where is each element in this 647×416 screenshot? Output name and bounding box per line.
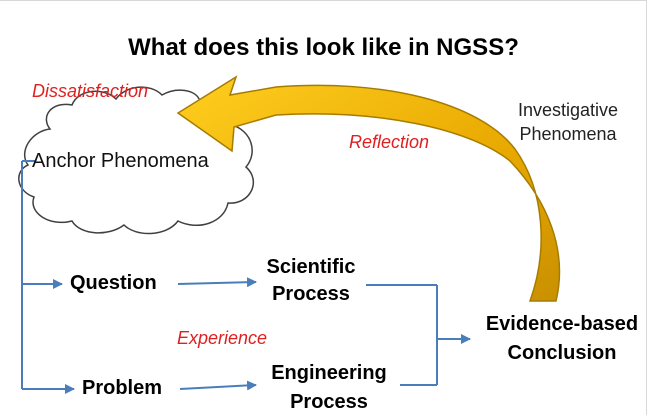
flow-connectors [21,160,471,394]
dissatisfaction-label: Dissatisfaction [32,81,149,101]
engineering-line-1: Engineering [271,362,387,384]
scientific-line-2: Process [272,283,350,305]
reflection-label: Reflection [349,132,430,152]
conclusion-line-1: Evidence-based [485,313,639,335]
conclusion-line-2: Conclusion [507,342,617,364]
anchor-phenomena-label: Anchor Phenomena [32,150,209,172]
scientific-process-node: Scientific Process [248,256,374,306]
scientific-line-1: Scientific [266,256,356,278]
engineering-process-node: Engineering Process [255,362,403,414]
problem-node: Problem [82,377,163,399]
investigative-line-2: Phenomena [519,124,617,145]
experience-label: Experience [177,328,268,348]
reflection-arrow-shape [176,75,561,302]
investigative-line-1: Investigative [517,100,619,120]
question-node: Question [70,272,157,294]
slide-title: What does this look like in NGSS? [128,34,519,61]
evidence-based-conclusion-node: Evidence-based Conclusion [476,313,647,365]
engineering-line-2: Process [290,391,368,413]
investigative-phenomena-label: Investigative Phenomena [500,98,636,147]
